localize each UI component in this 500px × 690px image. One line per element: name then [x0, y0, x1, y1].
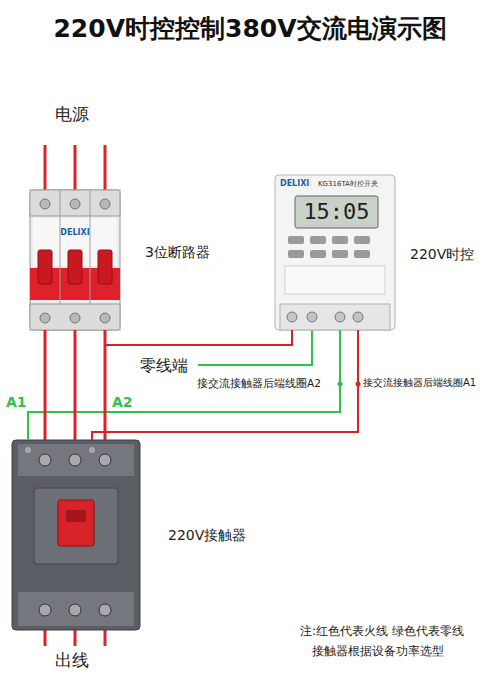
output-label: 出线 [55, 650, 89, 670]
note-text: 接触器根据设备功率选型 [312, 644, 444, 658]
device-label: 220V时控 [410, 246, 474, 263]
wire [44, 330, 47, 440]
terminal-name: A2 [111, 394, 134, 411]
time-switch: 220V时控 [275, 175, 395, 330]
circuit-breaker: 3位断路器 [30, 190, 120, 330]
note-text: 注:红色代表火线 绿色代表零线 [300, 624, 464, 638]
callout-text: 接交流接触器后端线圈A1 [362, 377, 477, 389]
brand-mark: DELIXI [60, 228, 89, 238]
model-name: KG316TA时控开关 [318, 180, 378, 188]
brand-mark: DELIXI [280, 179, 309, 189]
wire [105, 330, 292, 345]
terminal-name: A1 [6, 394, 27, 411]
device-label: 220V接触器 [168, 527, 246, 544]
ac-contactor: 220V接触器 [12, 440, 140, 630]
wire [104, 330, 107, 440]
wire [74, 330, 77, 440]
wire [92, 330, 358, 440]
diagram-title: 220V时控控制380V交流电演示图 [0, 14, 500, 44]
callout-text: 接交流接触器后端线圈A2 [196, 377, 322, 390]
power-label: 电源 [55, 104, 89, 124]
lcd-reading: 15:05 [303, 199, 369, 225]
device-label: 3位断路器 [145, 244, 210, 261]
neutral-label: 零线端 [140, 356, 188, 375]
wire [28, 330, 340, 440]
